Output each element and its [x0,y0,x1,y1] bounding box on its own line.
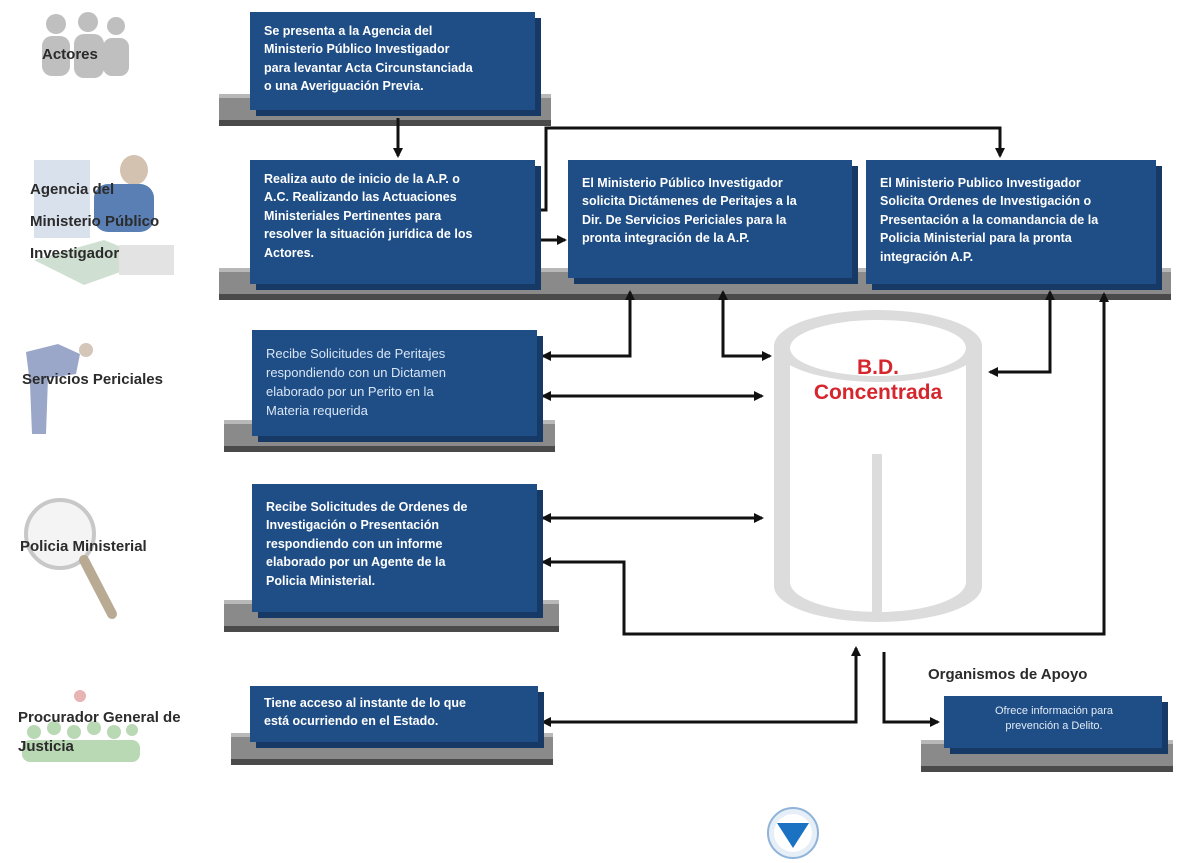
actor-label: Servicios Periciales [22,371,163,388]
box-line: pronta integración de la A.P. [582,231,750,246]
people-icon [42,12,129,78]
box-line: elaborado por un Agente de la [266,555,446,570]
box-line: Dir. De Servicios Periciales para la [582,212,787,227]
box-line: Policia Ministerial para la pronta [880,231,1072,246]
arrow-procurador-db [541,646,861,727]
box-line: Solicita Ordenes de Investigación o [880,194,1092,209]
box-actores-presenta: Se presenta a la Agencia del Ministerio … [250,12,535,110]
box-line: Ofrece información para [995,705,1113,717]
box-line: El Ministerio Publico Investigador [880,176,1081,190]
box-line: Ministeriales Pertinentes para [264,208,442,223]
box-line: solicita Dictámenes de Peritajes a la [582,194,797,209]
database-label-line: Concentrada [813,381,943,405]
box-line: Recibe Solicitudes de Ordenes de [266,500,468,514]
box-dictamenes: El Ministerio Público Investigador solic… [568,160,852,278]
actor-label: Investigador [30,244,120,262]
box-line: está ocurriendo en el Estado. [264,714,439,729]
arrow-dictamenes-periciales [541,290,635,361]
down-triangle-icon[interactable] [766,806,820,860]
actor-policia-ministerial: Policia Ministerial [20,536,147,558]
crowd-icon [22,690,140,762]
actor-label: Ministerio Público [30,212,160,230]
box-ordenes: El Ministerio Publico Investigador Solic… [866,160,1156,284]
box-line: Presentación a la comandancia de la [880,212,1099,227]
actor-label: Policia Ministerial [20,538,147,555]
box-line: Actores. [264,245,315,260]
arrow-dictamenes-db [718,290,772,361]
box-line: resolver la situación jurídica de los [264,227,473,242]
actor-servicios-periciales: Servicios Periciales [22,369,163,391]
actor-label: Actores [42,46,98,63]
actor-actores: Actores [42,44,98,66]
actor-label: Procurador General de [18,709,181,726]
box-line: Se presenta a la Agencia del [264,24,433,38]
support-organizations-title: Organismos de Apoyo [928,666,1088,683]
box-line: para levantar Acta Circunstanciada [264,60,473,75]
box-line: elaborado por un Perito en la [266,384,434,400]
actor-agencia-mp: Agencia del Ministerio Público Investiga… [30,174,159,270]
box-procurador: Tiene acceso al instante de lo que está … [250,686,538,742]
box-line: Policia Ministerial. [266,573,376,588]
arrow-ordenes-to-policia [541,292,1109,636]
database-label: B.D. Concentrada [778,355,978,405]
box-line: respondiendo con un informe [266,536,443,551]
arrow-db-to-apoyo [882,652,940,727]
actor-procurador: Procurador General de Justicia [18,703,181,762]
forensic-expert-icon [26,343,93,434]
box-line: El Ministerio Público Investigador [582,176,783,190]
office-worker-icon [34,155,174,285]
actor-label: Justicia [18,738,74,756]
actor-label: Agencia del [30,181,115,198]
box-line: Ministerio Público Investigador [264,42,450,57]
box-line: Materia requerida [266,403,368,419]
box-organismos-apoyo: Ofrece información para prevención a Del… [944,696,1162,748]
box-policia-ministerial: Recibe Solicitudes de Ordenes de Investi… [252,484,537,612]
magnifying-glass-icon [24,498,117,619]
box-servicios-periciales: Recibe Solicitudes de Peritajes respondi… [252,330,537,436]
box-line: integración A.P. [880,249,974,264]
arrow-agencia-to-ordenes [536,126,1005,212]
box-line: respondiendo con un Dictamen [266,365,446,381]
box-line: Recibe Solicitudes de Peritajes [266,346,446,361]
arrow-ordenes-db [988,290,1055,377]
box-line: o una Averiguación Previa. [264,79,424,94]
box-line: Realiza auto de inicio de la A.P. o [264,172,460,186]
database-label-line: B.D. [857,356,899,379]
box-line: Tiene acceso al instante de lo que [264,696,466,710]
box-line: Investigación o Presentación [266,518,439,533]
box-auto-inicio: Realiza auto de inicio de la A.P. o A.C.… [250,160,535,284]
box-line: prevención a Delito. [1005,719,1103,732]
box-line: A.C. Realizando las Actuaciones [264,190,457,205]
